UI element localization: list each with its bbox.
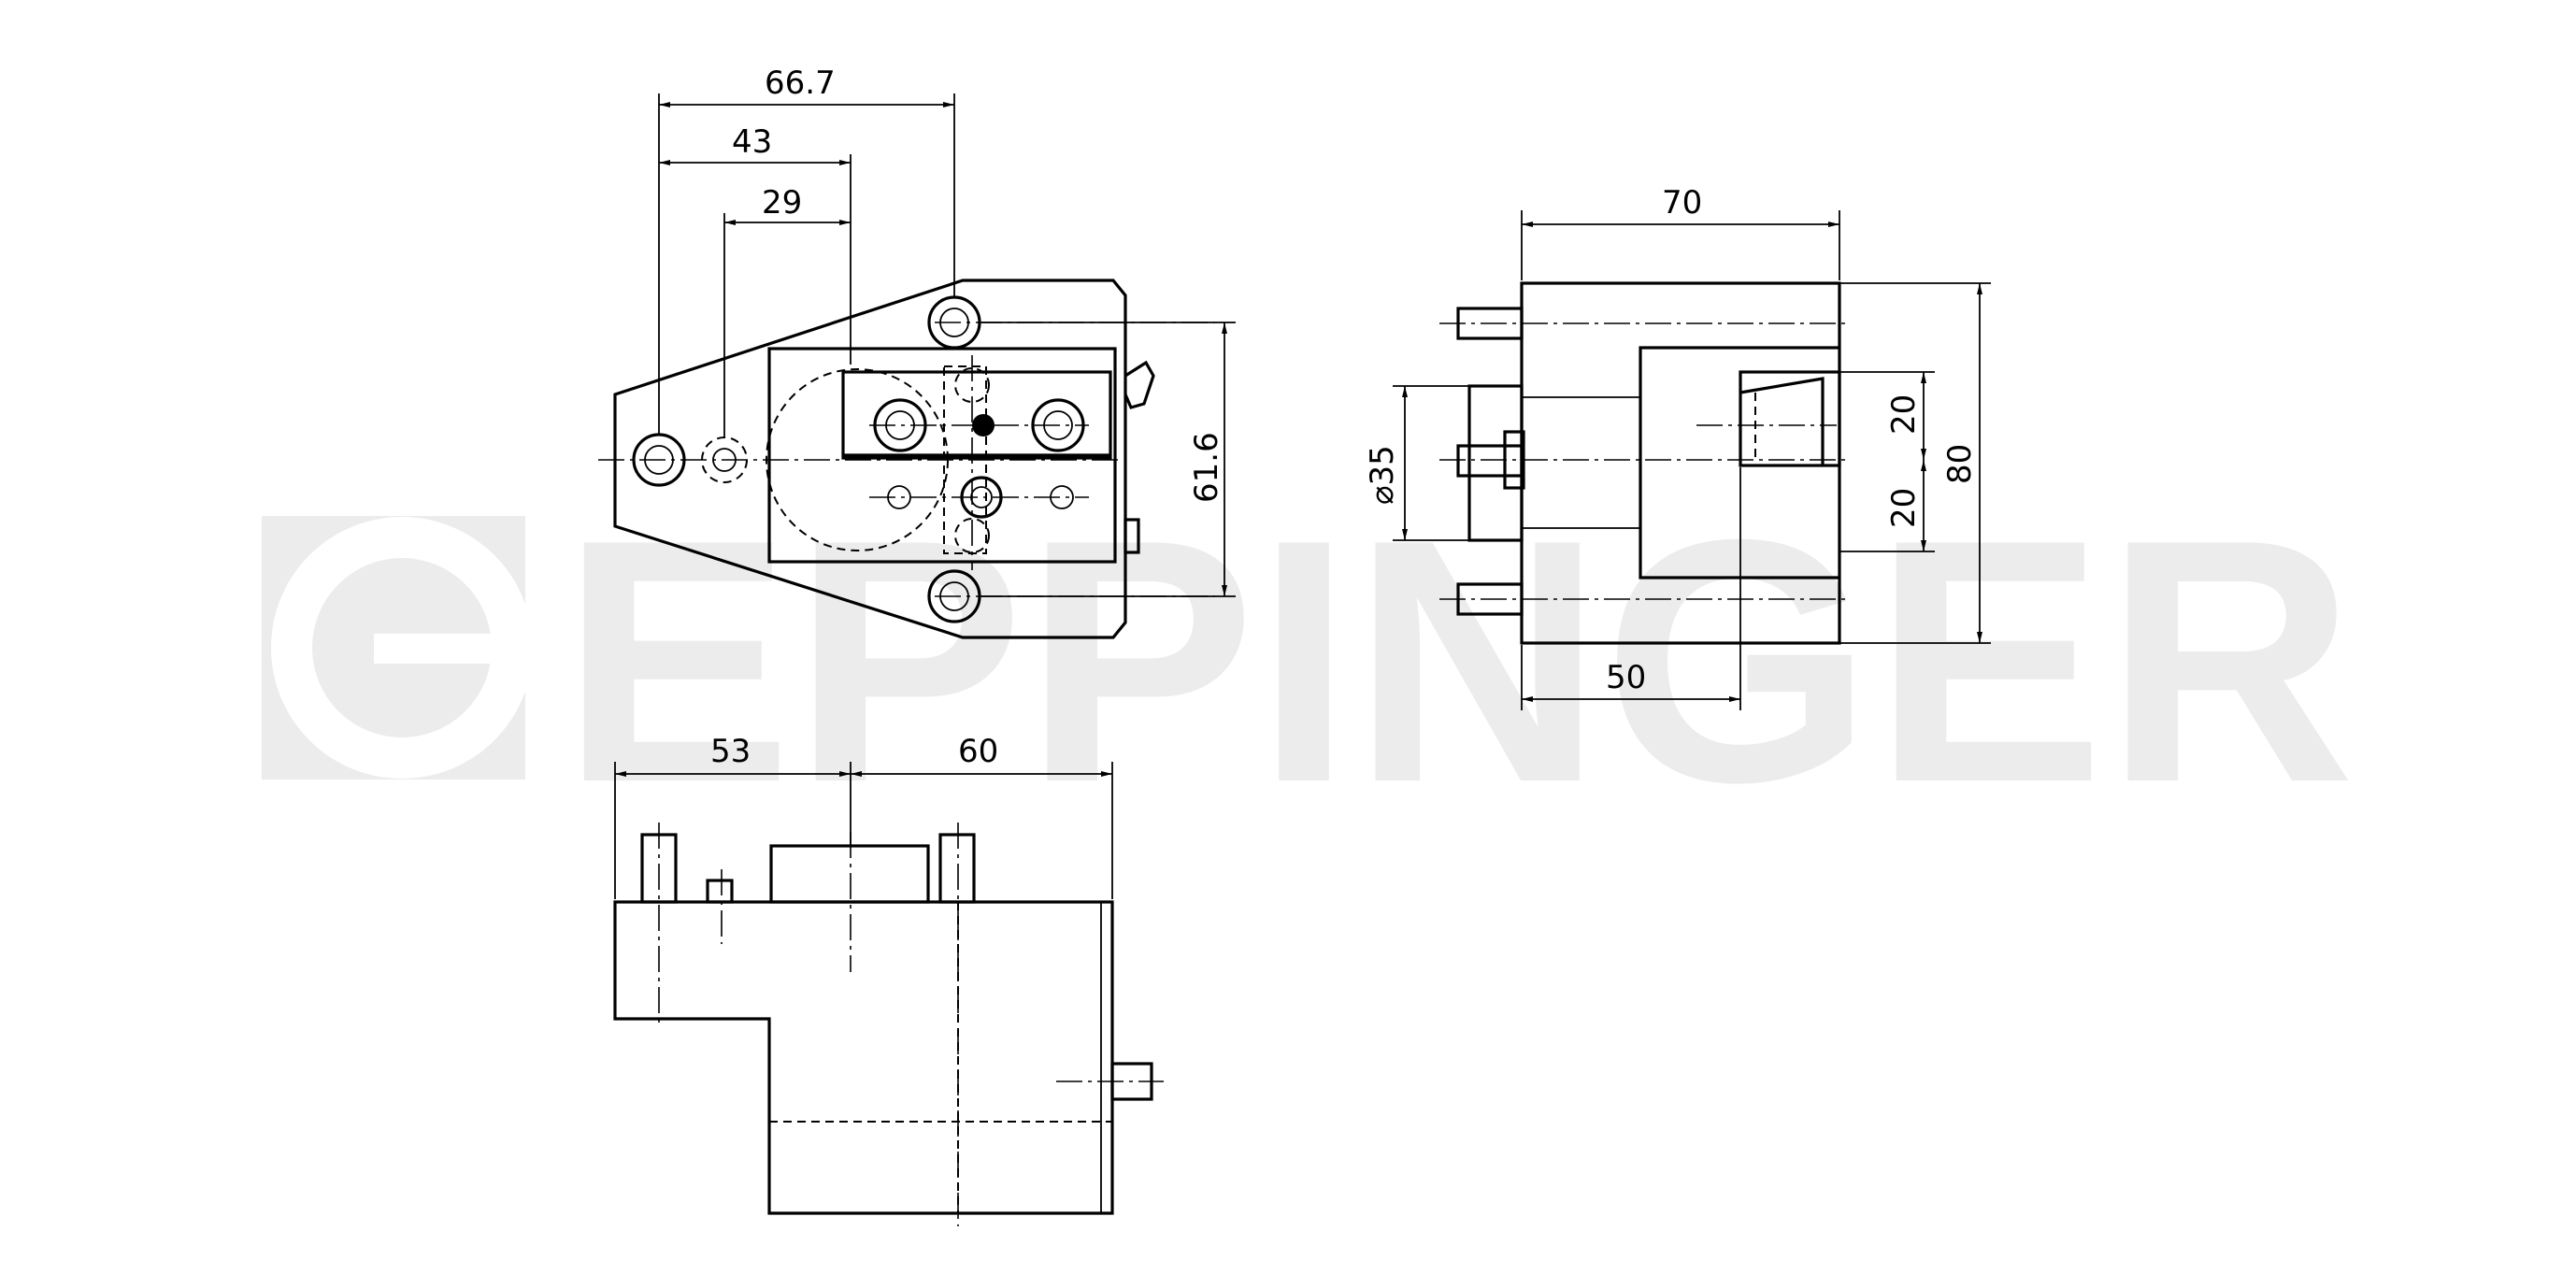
dim-53: 53 <box>710 733 751 770</box>
top-view-clamp-block <box>769 844 930 904</box>
front-view-side-pin <box>1123 518 1140 554</box>
top-view-dimensions: 53 60 <box>614 733 1113 899</box>
side-view-dimensions: 70 80 20 20 ⌀35 50 <box>1364 184 1991 710</box>
dim-80: 80 <box>1941 444 1979 484</box>
dim-20-upper: 20 <box>1885 394 1923 435</box>
dim-66-7: 66.7 <box>765 64 836 102</box>
side-view-tool-holder <box>1739 370 1841 467</box>
side-view-pin-mid <box>1456 444 1524 478</box>
front-view-dimensions: 66.7 43 29 61.6 <box>658 64 1236 597</box>
side-view <box>1439 281 1846 645</box>
side-view-wedge <box>1739 377 1825 465</box>
eppinger-watermark: EPPINGER <box>262 468 2355 854</box>
dim-20-lower: 20 <box>1885 488 1923 528</box>
side-view-centerlines <box>1439 322 1846 600</box>
watermark-brand-text: EPPINGER <box>561 468 2355 854</box>
front-view-slot <box>841 370 1112 460</box>
top-view <box>613 823 1164 1226</box>
dim-43: 43 <box>732 123 772 161</box>
dim-60: 60 <box>958 733 998 770</box>
front-view-outline <box>613 279 1127 639</box>
front-view-inner-body <box>767 347 1117 564</box>
dim-70: 70 <box>1662 184 1702 222</box>
eppinger-logo-icon <box>271 517 533 779</box>
top-view-small-pin <box>706 879 734 904</box>
top-view-centerlines <box>658 823 1164 1226</box>
dim-50: 50 <box>1606 659 1646 696</box>
top-view-outline <box>613 900 1114 1215</box>
dim-29: 29 <box>762 184 802 222</box>
dim-61-6: 61.6 <box>1188 432 1225 503</box>
dim-dia-35: ⌀35 <box>1364 445 1401 505</box>
front-view-coolant-nipple <box>1123 360 1155 409</box>
